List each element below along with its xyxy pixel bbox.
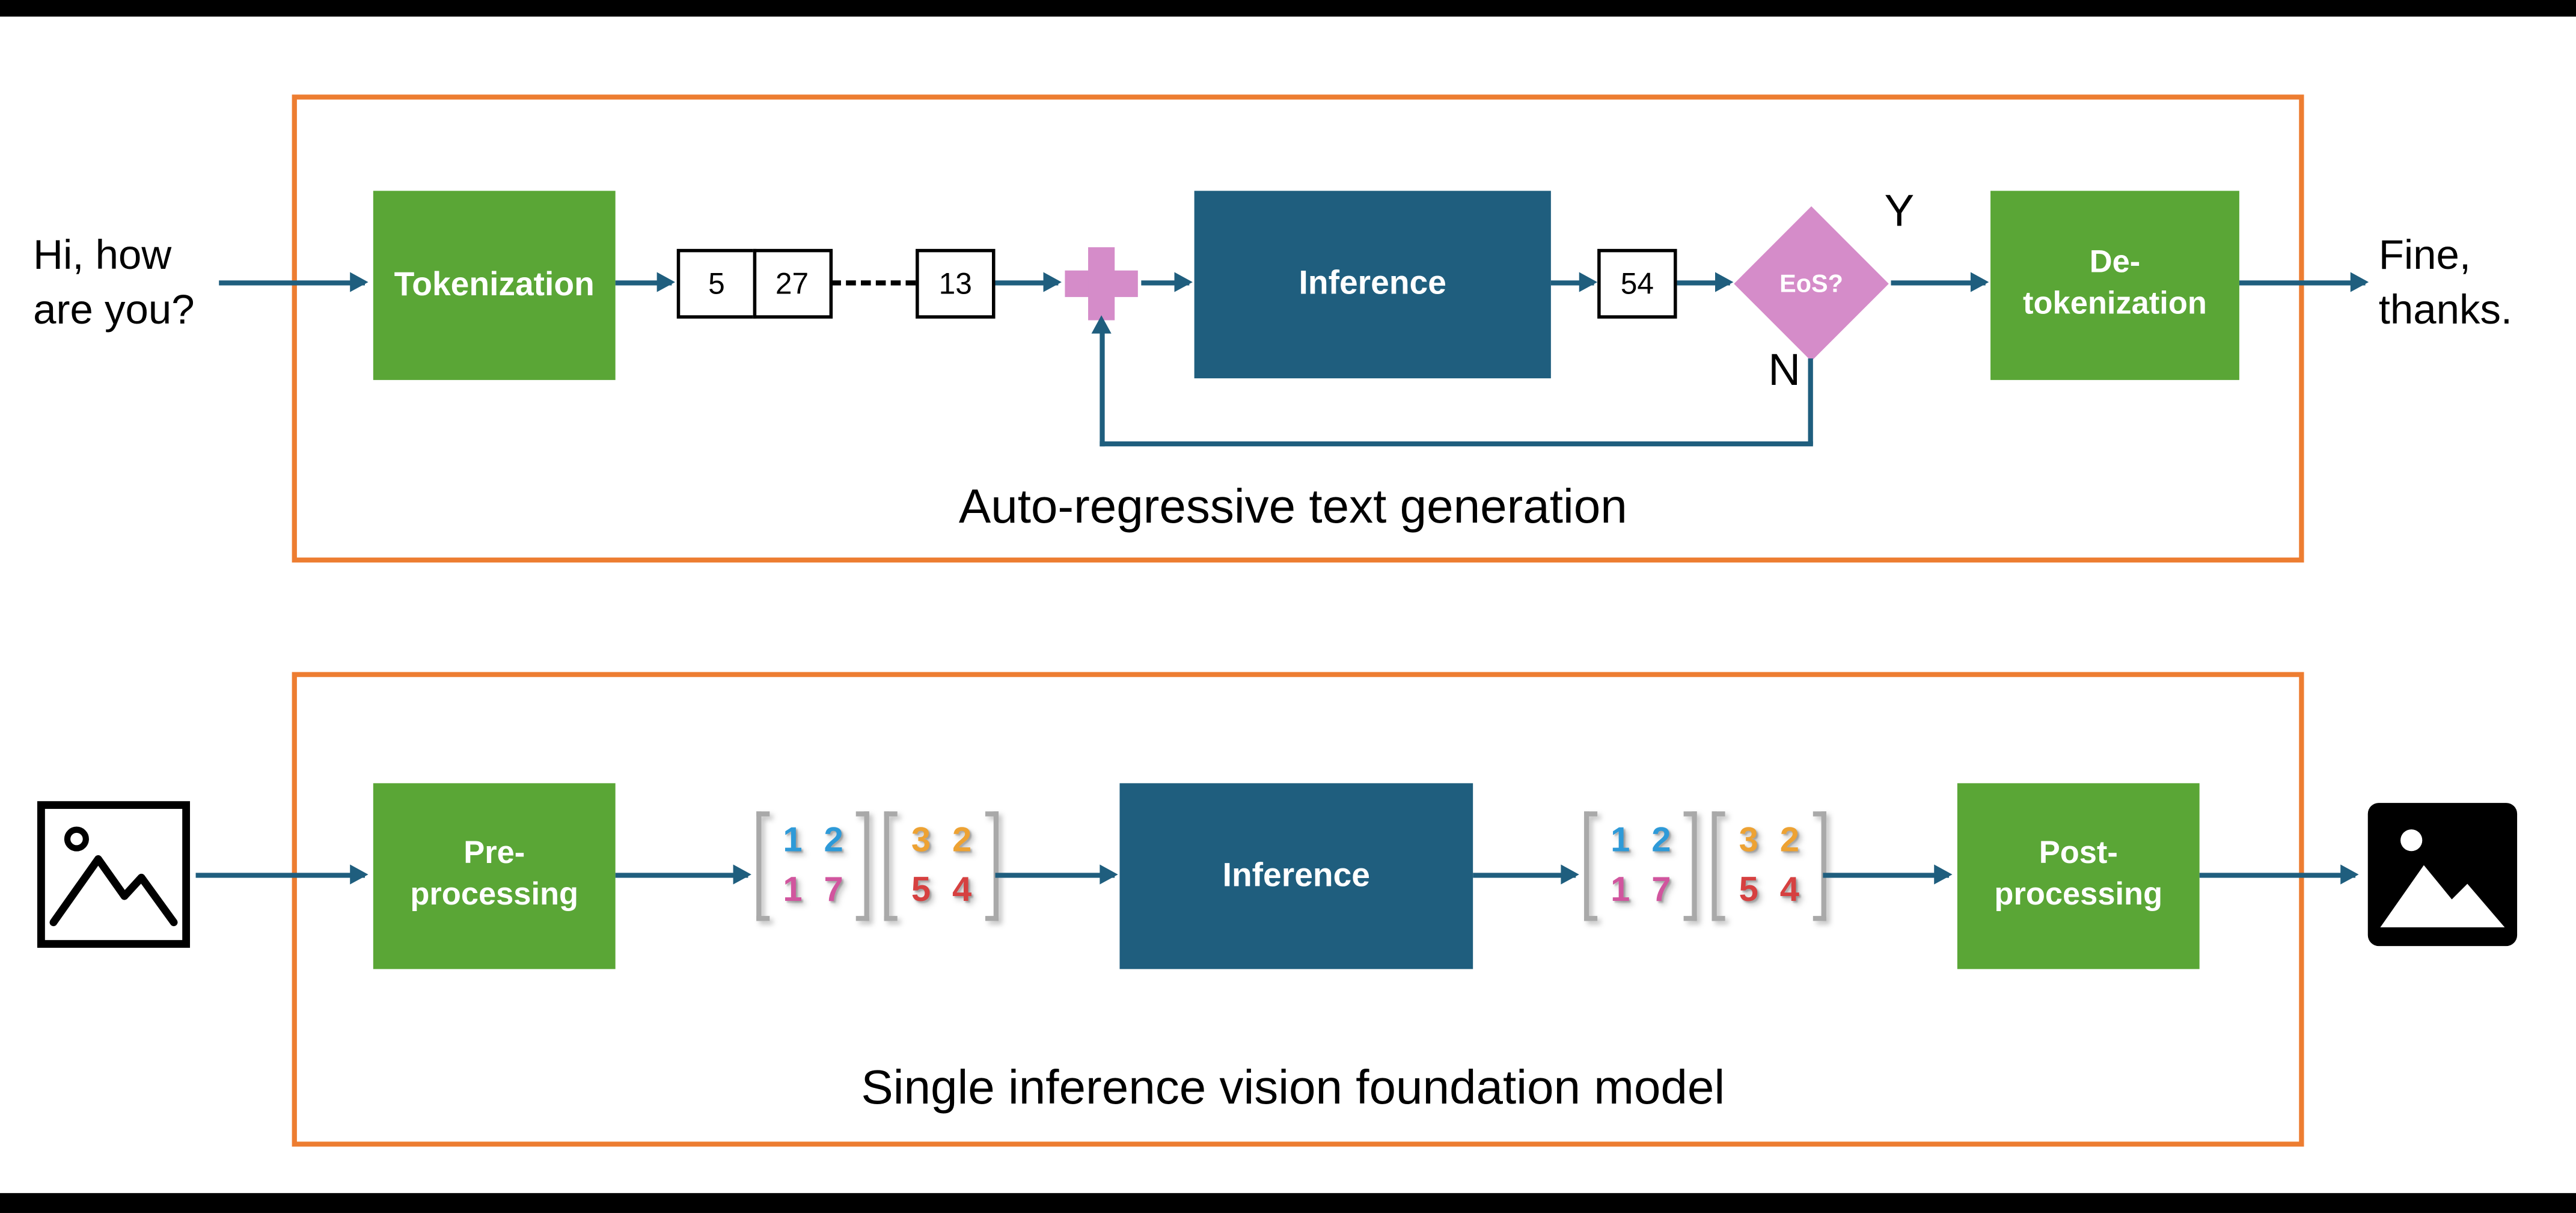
arrow-postprocessing-to-image [2199, 864, 2359, 885]
matrix-b: 3 2 5 4 [884, 811, 999, 921]
arrow-eos-to-detokenization [1891, 272, 1989, 292]
preprocessing-label-line1: Pre- [463, 837, 525, 872]
inference-label-text: Inference [1299, 265, 1446, 302]
token-value-3: 13 [938, 266, 972, 300]
matrix-b-out-cell-01: 2 [1779, 821, 1800, 860]
postprocessing-box: Post- processing [1957, 783, 2200, 969]
inference-box-text: Inference [1194, 191, 1551, 379]
matrix-a-cell-10: 1 [783, 871, 803, 910]
vision-pipeline-frame [292, 672, 2304, 1147]
matrix-a-out-cell-11: 7 [1651, 871, 1671, 910]
arrow-input-to-tokenization [219, 272, 369, 292]
matrix-a-cell-01: 2 [824, 821, 843, 860]
matrix-b-cell-00: 3 [911, 821, 931, 860]
matrix-a-cell-00: 1 [783, 821, 803, 860]
token-value-1: 5 [708, 266, 725, 300]
arrow-tensor-to-postprocessing [1823, 864, 1953, 885]
detokenization-label-line2: tokenization [2023, 287, 2207, 322]
tokenization-label: Tokenization [394, 267, 595, 304]
generated-token-value: 54 [1620, 266, 1654, 300]
eos-label: EoS? [1779, 269, 1843, 298]
plus-icon [1065, 247, 1138, 321]
generated-token-box: 54 [1597, 248, 1677, 319]
arrow-detokenization-to-output [2239, 272, 2369, 292]
arrow-tokenization-to-tokens [615, 272, 675, 292]
matrix-a-out-cell-10: 1 [1611, 871, 1630, 910]
postprocessing-label-line1: Post- [2039, 837, 2118, 872]
input-text-line1: Hi, how [33, 232, 172, 279]
matrix-b-cell-10: 5 [911, 871, 931, 910]
arrow-preprocessing-to-tensor [615, 864, 751, 885]
text-pipeline-caption: Auto-regressive text generation [958, 481, 1627, 535]
inference-box-vision: Inference [1119, 783, 1473, 969]
matrix-a-out-cell-00: 1 [1611, 821, 1630, 860]
vision-pipeline-caption: Single inference vision foundation model [861, 1061, 1725, 1116]
output-tensor-matrices: 1 2 1 7 3 2 5 4 [1584, 811, 1826, 921]
postprocessing-label-line2: processing [1994, 877, 2163, 913]
letterbox-top [0, 0, 2576, 17]
arrow-tensor-to-inference [995, 864, 1118, 885]
arrow-inference-to-output-tensor [1473, 864, 1579, 885]
matrix-a: 1 2 1 7 [756, 811, 870, 921]
matrix-a-out: 1 2 1 7 [1584, 811, 1698, 921]
preprocessing-label-line2: processing [410, 877, 579, 913]
token-box-1: 5 [676, 248, 757, 319]
yes-label: Y [1884, 186, 1915, 236]
input-text-line2: are you? [33, 287, 195, 334]
feedback-line-up [1091, 315, 1112, 447]
matrix-b-out-cell-10: 5 [1739, 871, 1758, 910]
matrix-b-cell-01: 2 [952, 821, 972, 860]
matrix-b-cell-11: 4 [952, 871, 972, 910]
arrow-tokens-to-plus [995, 272, 1062, 292]
arrow-image-to-preprocessing [195, 864, 369, 885]
letterbox-bottom [0, 1193, 2576, 1213]
detokenization-label-line1: De- [2089, 246, 2141, 281]
detokenization-box: De- tokenization [1990, 191, 2239, 380]
arrow-inference-to-token [1550, 272, 1598, 292]
input-tensor-matrices: 1 2 1 7 3 2 5 4 [756, 811, 999, 921]
inference-label-vision: Inference [1222, 857, 1371, 894]
token-value-2: 27 [775, 266, 809, 300]
matrix-a-out-cell-01: 2 [1651, 821, 1671, 860]
no-label: N [1768, 345, 1801, 395]
matrix-b-out: 3 2 5 4 [1712, 811, 1826, 921]
matrix-a-cell-11: 7 [824, 871, 843, 910]
token-ellipsis-dash [831, 280, 916, 286]
output-image-icon [2364, 800, 2521, 949]
arrow-plus-to-inference [1141, 272, 1193, 292]
text-pipeline-frame [292, 94, 2304, 563]
input-text: Hi, how are you? [33, 229, 194, 339]
output-text: Fine, thanks. [2379, 229, 2512, 339]
matrix-b-out-cell-11: 4 [1779, 871, 1800, 910]
feedback-line-across [1100, 441, 1813, 447]
arrow-token-to-eos [1677, 272, 1734, 292]
input-image-icon [37, 800, 191, 949]
output-text-line2: thanks. [2378, 287, 2513, 334]
token-box-2: 27 [752, 248, 832, 319]
token-box-3: 13 [916, 248, 996, 319]
output-text-line1: Fine, [2378, 232, 2471, 279]
preprocessing-box: Pre- processing [373, 783, 616, 969]
feedback-line-down [1808, 358, 1813, 445]
tokenization-box: Tokenization [373, 191, 616, 380]
matrix-b-out-cell-00: 3 [1739, 821, 1758, 860]
